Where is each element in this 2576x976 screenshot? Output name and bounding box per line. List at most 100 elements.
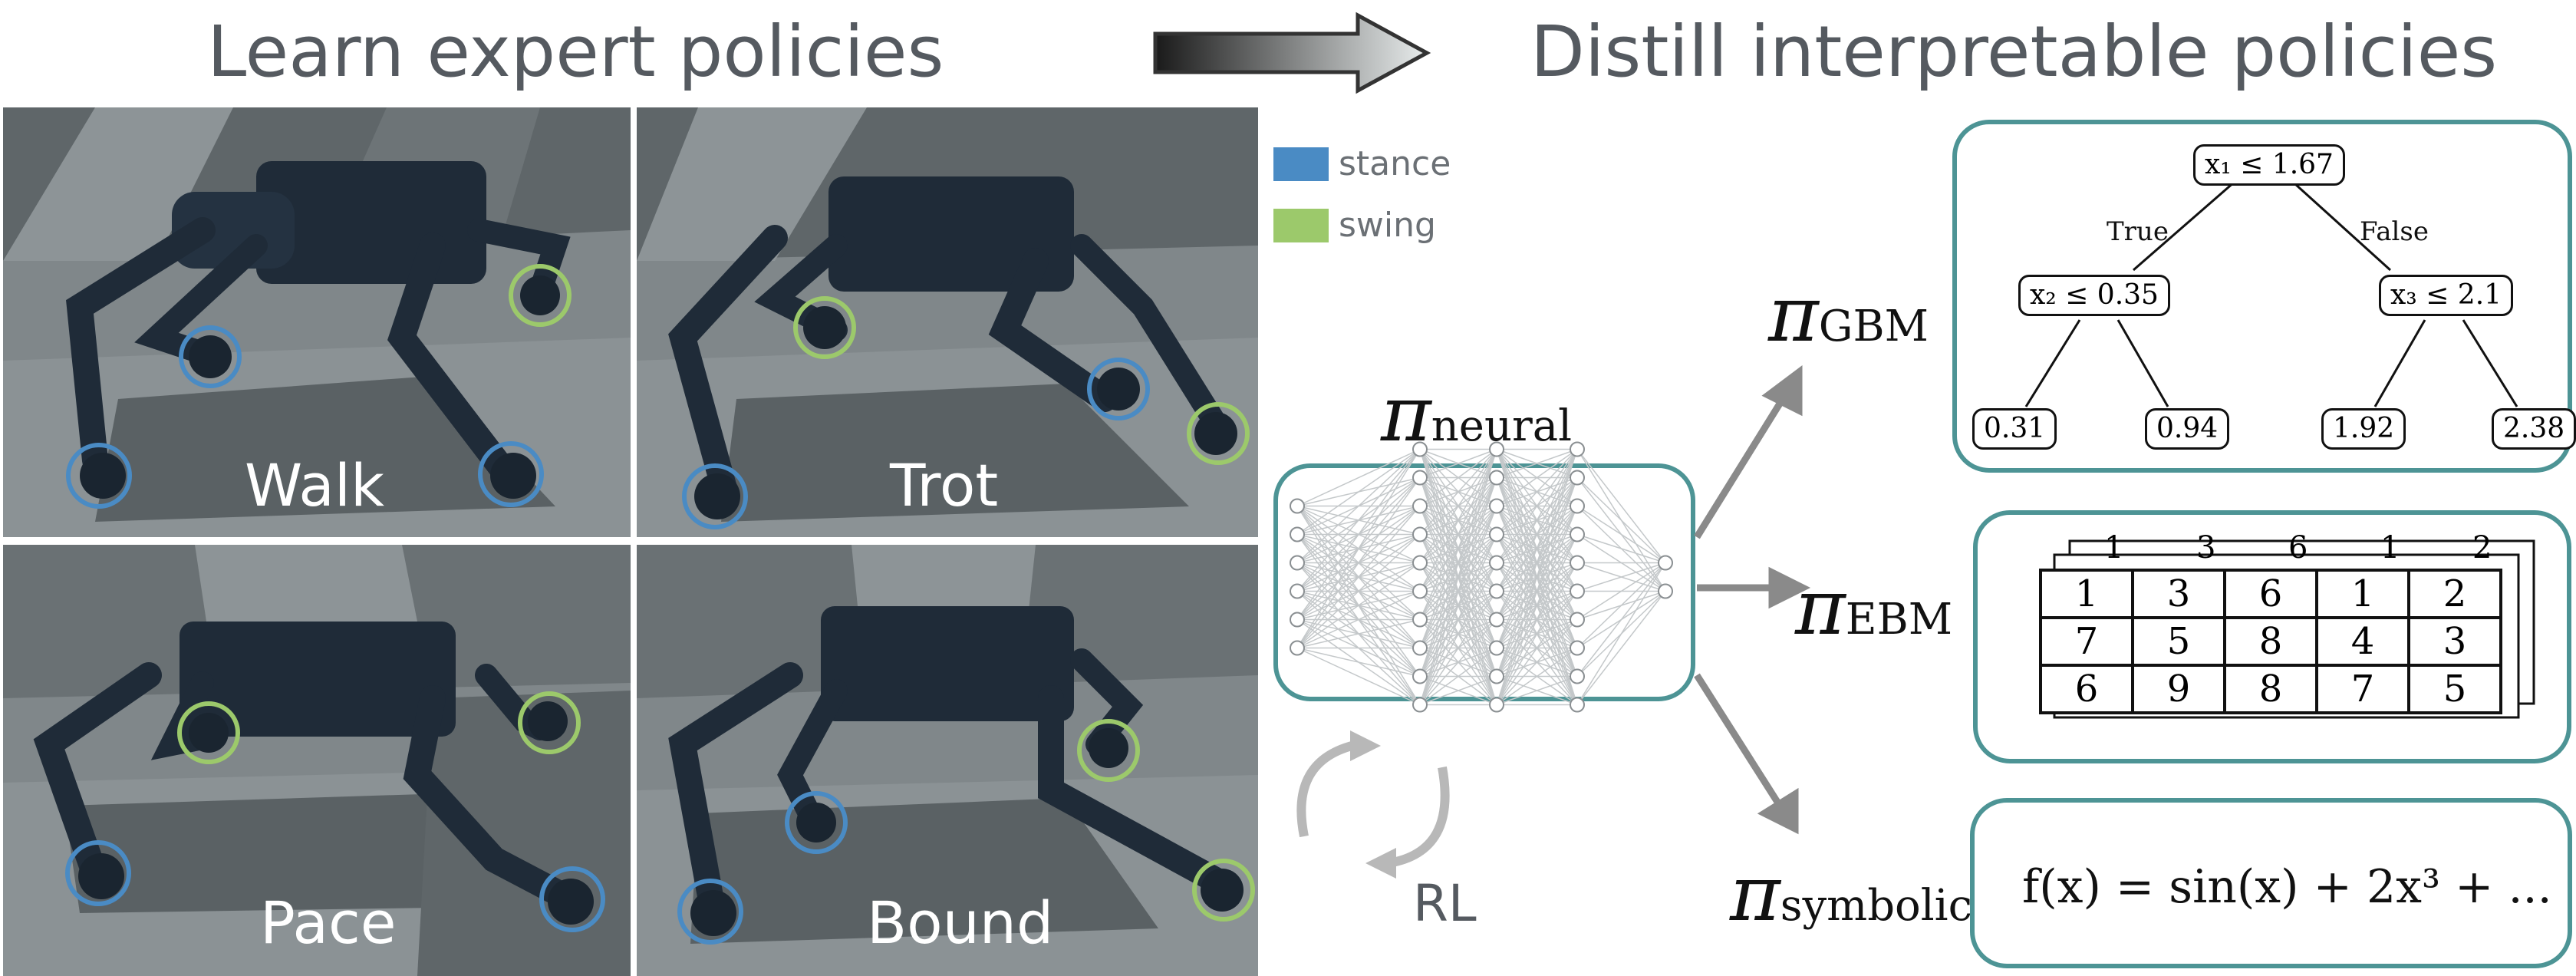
legend-stance-label: stance: [1339, 144, 1451, 183]
nn-edge: [1296, 448, 1421, 536]
tree-leaf: 0.31: [1972, 408, 2057, 450]
stance-marker: [478, 441, 544, 507]
ebm-policy-label: πEBM: [1795, 562, 1953, 652]
nn-node: [1489, 640, 1504, 656]
stance-marker: [66, 443, 132, 509]
nn-edge: [1419, 647, 1497, 706]
nn-edge: [1576, 505, 1666, 564]
nn-edge: [1419, 477, 1497, 705]
ebm-shape-table: 1 3 6 1 2 7 5 8 4 3 6 9 8 7 5: [2039, 569, 2502, 714]
nn-edge: [1496, 534, 1578, 705]
nn-node: [1290, 640, 1305, 656]
swing-marker: [509, 264, 572, 327]
nn-node: [1412, 640, 1428, 656]
nn-edge: [1576, 591, 1666, 705]
swing-marker: [518, 691, 581, 754]
stance-marker: [677, 879, 743, 945]
neural-network-diagram: [1290, 441, 1673, 713]
table-cell: 8: [2223, 616, 2318, 667]
trot-scene: [637, 107, 1258, 537]
nn-edge: [1496, 449, 1578, 648]
tree-true-label: True: [2107, 216, 2169, 247]
walk-scene: [3, 107, 631, 537]
right-heading: Distill interpretable policies: [1530, 11, 2498, 93]
nn-edge: [1496, 562, 1578, 705]
nn-edge: [1419, 562, 1497, 705]
nn-edge: [1296, 618, 1421, 649]
table-cell: 7: [2039, 616, 2134, 667]
tree-root-node: x₁ ≤ 1.67: [2193, 144, 2345, 186]
table-cell: 5: [2407, 664, 2502, 714]
gait-panel-walk: Walk: [3, 107, 631, 537]
nn-edge: [1496, 448, 1578, 479]
robot-body: [821, 606, 1074, 721]
nn-edge: [1419, 534, 1497, 705]
nn-edge: [1296, 448, 1421, 507]
nn-node: [1412, 668, 1428, 684]
nn-edge: [1296, 506, 1421, 648]
pace-scene: [3, 545, 631, 976]
neural-network-box: [1273, 441, 1695, 713]
rl-label: RL: [1413, 874, 1477, 933]
nn-node: [1489, 583, 1504, 599]
gbm-tree-box: x₁ ≤ 1.67 True False x₂ ≤ 0.35 x₃ ≤ 2.1 …: [1952, 120, 2576, 473]
nn-edge: [1576, 562, 1666, 649]
nn-node: [1658, 555, 1673, 571]
nn-edge: [1496, 448, 1578, 536]
stance-marker: [539, 866, 605, 932]
table-cell: 4: [2315, 616, 2410, 667]
gait-panel-pace: Pace: [3, 545, 631, 976]
nn-edge: [1419, 449, 1497, 592]
nn-node: [1570, 640, 1585, 656]
table-cell: 5: [2131, 616, 2226, 667]
nn-edge: [1496, 449, 1578, 677]
nn-node: [1489, 555, 1504, 571]
nn-edge: [1419, 449, 1497, 705]
symbolic-policy-label: πsymbolic: [1730, 849, 1972, 938]
nn-edge: [1496, 448, 1578, 507]
nn-edge: [1576, 476, 1666, 564]
tree-leaf: 2.38: [2492, 408, 2576, 450]
nn-edge: [1419, 448, 1497, 507]
nn-node: [1489, 441, 1504, 457]
table-cell: 6: [2039, 664, 2134, 714]
nn-node: [1412, 441, 1428, 457]
nn-node: [1290, 498, 1305, 514]
ebm-back-row: 1 3 6 1 2: [2104, 530, 2492, 565]
nn-node: [1290, 526, 1305, 542]
neural-policy-label: πneural: [1381, 369, 1573, 459]
gait-label-bound: Bound: [867, 889, 1054, 957]
nn-node: [1570, 612, 1585, 628]
legend-swing-swatch: [1273, 209, 1329, 242]
table-cell: 2: [2407, 569, 2502, 619]
nn-edge: [1296, 449, 1421, 648]
table-cell: 1: [2315, 569, 2410, 619]
gait-panel-trot: Trot: [637, 107, 1258, 537]
nn-node: [1570, 697, 1585, 713]
process-arrow-icon: [1153, 12, 1431, 94]
nn-node: [1570, 555, 1585, 571]
tree-right-node: x₃ ≤ 2.1: [2379, 275, 2514, 316]
tree-leaf: 0.94: [2145, 408, 2230, 450]
swing-marker: [177, 701, 240, 764]
nn-edge: [1496, 449, 1578, 705]
arrow-to-gbm: [1694, 389, 1790, 539]
nn-node: [1412, 583, 1428, 599]
robot-body: [828, 176, 1074, 292]
nn-node: [1570, 668, 1585, 684]
legend-swing-label: swing: [1339, 206, 1436, 245]
nn-edge: [1419, 449, 1497, 563]
arrow-to-symbolic: [1694, 673, 1783, 808]
gait-panel-bound: Bound: [637, 545, 1258, 976]
nn-edge: [1576, 562, 1666, 621]
table-cell: 3: [2407, 616, 2502, 667]
gait-label-walk: Walk: [245, 451, 384, 519]
nn-edge: [1496, 591, 1578, 705]
nn-edge: [1419, 449, 1497, 677]
nn-node: [1412, 612, 1428, 628]
gait-label-pace: Pace: [260, 889, 397, 957]
nn-edge: [1296, 448, 1421, 564]
table-cell: 1: [2039, 569, 2134, 619]
ebm-table-box: 1 3 6 1 2 1 3 6 1 2 7 5 8 4 3 6 9 8 7 5: [1973, 510, 2571, 763]
nn-node: [1290, 583, 1305, 599]
